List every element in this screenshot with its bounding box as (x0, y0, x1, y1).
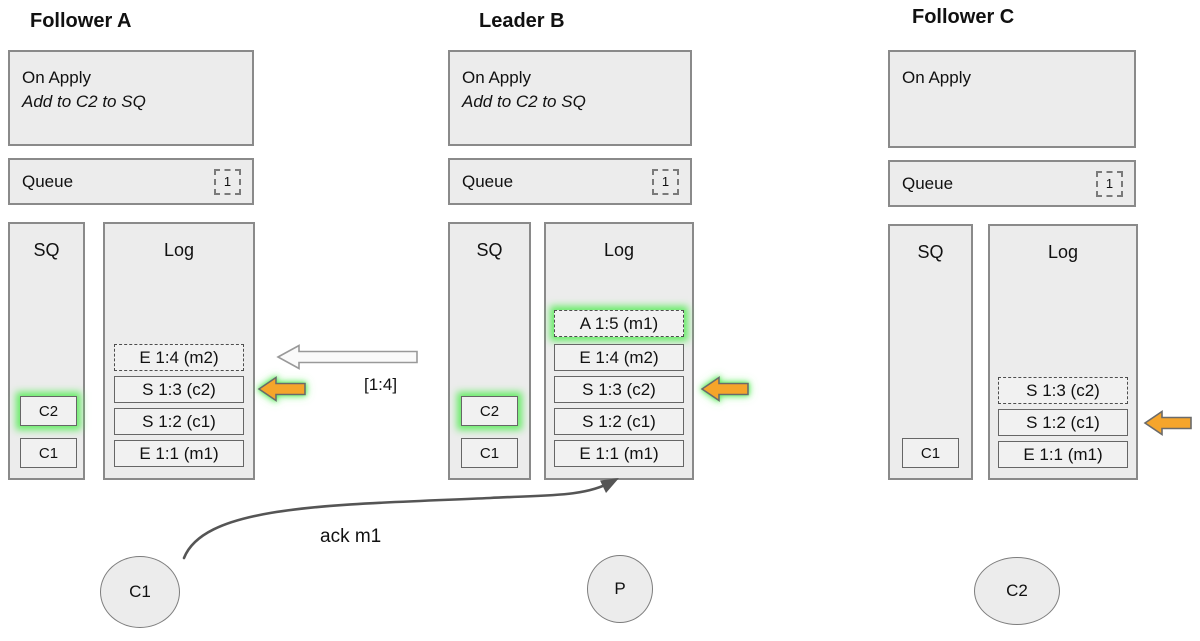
log-entry: E 1:4 (m2) (554, 344, 684, 371)
sq-label: SQ (476, 240, 503, 260)
actor-client-c1: C1 (100, 556, 180, 628)
replicate-range-label: [1:4] (364, 375, 398, 394)
ack-message-label: ack m1 (320, 526, 382, 547)
log-entry: E 1:1 (m1) (998, 441, 1128, 468)
on-apply-box: On Apply Add to C2 to SQ (448, 50, 692, 146)
on-apply-title: On Apply (22, 68, 91, 87)
node-title-follower-a: Follower A (30, 10, 132, 32)
on-apply-rule: Add to C2 to SQ (462, 92, 586, 111)
queue-label: Queue (22, 171, 74, 191)
log-entry: E 1:1 (m1) (114, 440, 244, 467)
log-entry: S 1:3 (c2) (998, 377, 1128, 404)
apply-pointer-arrow-icon (257, 375, 306, 403)
on-apply-title: On Apply (462, 68, 531, 87)
queue-box: Queue 1 (888, 160, 1136, 207)
log-label: Log (603, 240, 635, 260)
queue-count-badge: 1 (652, 168, 679, 195)
sq-entry: C1 (461, 438, 518, 468)
sq-label: SQ (917, 242, 944, 262)
log-box: Log (988, 224, 1138, 480)
log-entry: S 1:2 (c1) (998, 409, 1128, 436)
queue-box: Queue 1 (8, 158, 254, 205)
sq-entry: C1 (902, 438, 959, 468)
on-apply-title: On Apply (902, 68, 971, 87)
log-entry: S 1:2 (c1) (114, 408, 244, 435)
sq-box: SQ (8, 222, 85, 480)
sq-entry: C2 (20, 396, 77, 426)
sq-entry: C1 (20, 438, 77, 468)
log-entry: E 1:1 (m1) (554, 440, 684, 467)
queue-count-badge: 1 (214, 168, 241, 195)
sq-box: SQ (448, 222, 531, 480)
log-entry: E 1:4 (m2) (114, 344, 244, 371)
queue-box: Queue 1 (448, 158, 692, 205)
log-label: Log (163, 240, 195, 260)
queue-label: Queue (902, 173, 954, 193)
apply-pointer-arrow-icon (700, 375, 749, 403)
node-title-leader-b: Leader B (479, 10, 565, 32)
actor-client-c2: C2 (974, 557, 1060, 625)
log-entry: S 1:3 (c2) (114, 376, 244, 403)
log-entry: S 1:3 (c2) (554, 376, 684, 403)
sq-box: SQ (888, 224, 973, 480)
log-label: Log (1047, 242, 1079, 262)
on-apply-box: On Apply (888, 50, 1136, 148)
actor-proposer-p: P (587, 555, 653, 623)
on-apply-box: On Apply Add to C2 to SQ (8, 50, 254, 146)
node-title-follower-c: Follower C (912, 6, 1015, 28)
queue-label: Queue (462, 171, 514, 191)
on-apply-rule: Add to C2 to SQ (22, 92, 146, 111)
apply-pointer-arrow-icon (1143, 409, 1192, 437)
sq-label: SQ (33, 240, 60, 260)
ack-arrow (182, 480, 613, 560)
ack-arrowhead-icon (600, 478, 619, 493)
log-entry: S 1:2 (c1) (554, 408, 684, 435)
replicate-arrow-icon (276, 344, 418, 370)
queue-count-badge: 1 (1096, 170, 1123, 197)
log-entry: A 1:5 (m1) (554, 310, 684, 337)
sq-entry: C2 (461, 396, 518, 426)
